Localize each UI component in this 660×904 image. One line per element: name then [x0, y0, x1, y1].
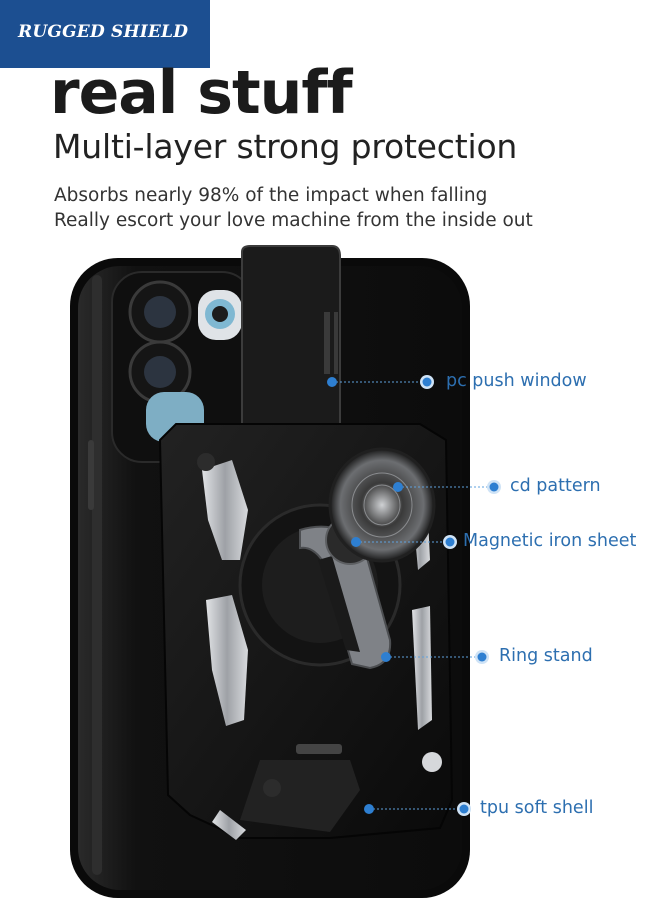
description-line-1: Absorbs nearly 98% of the impact when fa… [54, 185, 488, 206]
callout-ring-stand: Ring stand [499, 646, 593, 666]
cd-pattern-disk [328, 447, 436, 563]
callout-tpu-soft-shell: tpu soft shell [480, 798, 594, 818]
callout-cd-pattern: cd pattern [510, 476, 601, 496]
description-line-2: Really escort your love machine from the… [54, 210, 533, 231]
brand-badge: RUGGED SHIELD [0, 0, 210, 68]
headline: real stuff [50, 58, 353, 128]
callout-dots [327, 375, 501, 816]
brand-name: RUGGED SHIELD [18, 22, 189, 42]
callout-magnetic-iron-sheet: Magnetic iron sheet [463, 531, 637, 551]
push-window-slider [241, 245, 341, 437]
subheadline: Multi-layer strong protection [53, 127, 518, 166]
callout-pc-push-window: pc push window [446, 371, 587, 391]
callout-lines [332, 381, 494, 810]
